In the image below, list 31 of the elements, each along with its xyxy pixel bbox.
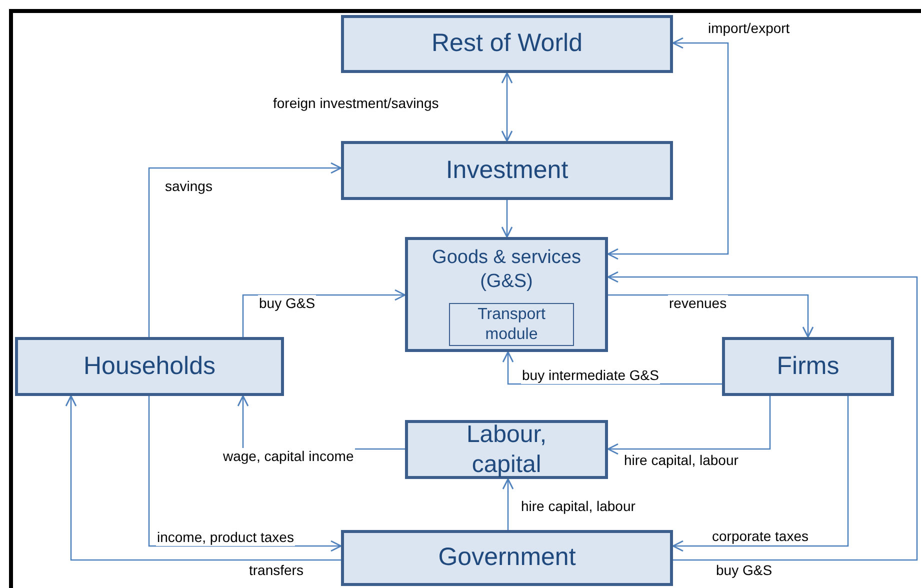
edge-label: wage, capital income bbox=[222, 448, 355, 465]
module-box: Transport module bbox=[449, 303, 574, 346]
edge-label: income, product taxes bbox=[156, 529, 295, 546]
edge-label: buy G&S bbox=[258, 295, 316, 312]
arrow bbox=[148, 396, 342, 552]
arrow bbox=[672, 396, 849, 552]
arrow bbox=[242, 289, 406, 337]
process-box: Households bbox=[15, 337, 284, 396]
process-box: Rest of World bbox=[341, 15, 673, 73]
arrow bbox=[607, 271, 918, 561]
process-box: Labour, capital bbox=[405, 420, 608, 479]
arrow bbox=[608, 294, 814, 338]
arrow bbox=[607, 37, 729, 260]
arrow bbox=[148, 162, 342, 337]
process-box: Government bbox=[341, 530, 673, 586]
arrow bbox=[607, 396, 771, 455]
edge-label: buy G&S bbox=[715, 562, 774, 579]
arrow bbox=[502, 478, 514, 530]
arrow bbox=[501, 200, 513, 238]
edge-label: hire capital, labour bbox=[520, 498, 636, 515]
edge-label: import/export bbox=[707, 20, 791, 37]
edge-label: foreign investment/savings bbox=[272, 95, 440, 112]
edge-label: hire capital, labour bbox=[623, 452, 740, 469]
edge-label: buy intermediate G&S bbox=[521, 367, 660, 384]
arrow bbox=[65, 395, 341, 561]
arrow bbox=[501, 72, 513, 142]
edge-label: savings bbox=[164, 178, 214, 195]
process-box: Goods & services (G&S) Transport module bbox=[405, 237, 608, 352]
process-box: Firms bbox=[722, 337, 894, 396]
arrow bbox=[502, 351, 722, 385]
process-box: Investment bbox=[341, 141, 673, 200]
